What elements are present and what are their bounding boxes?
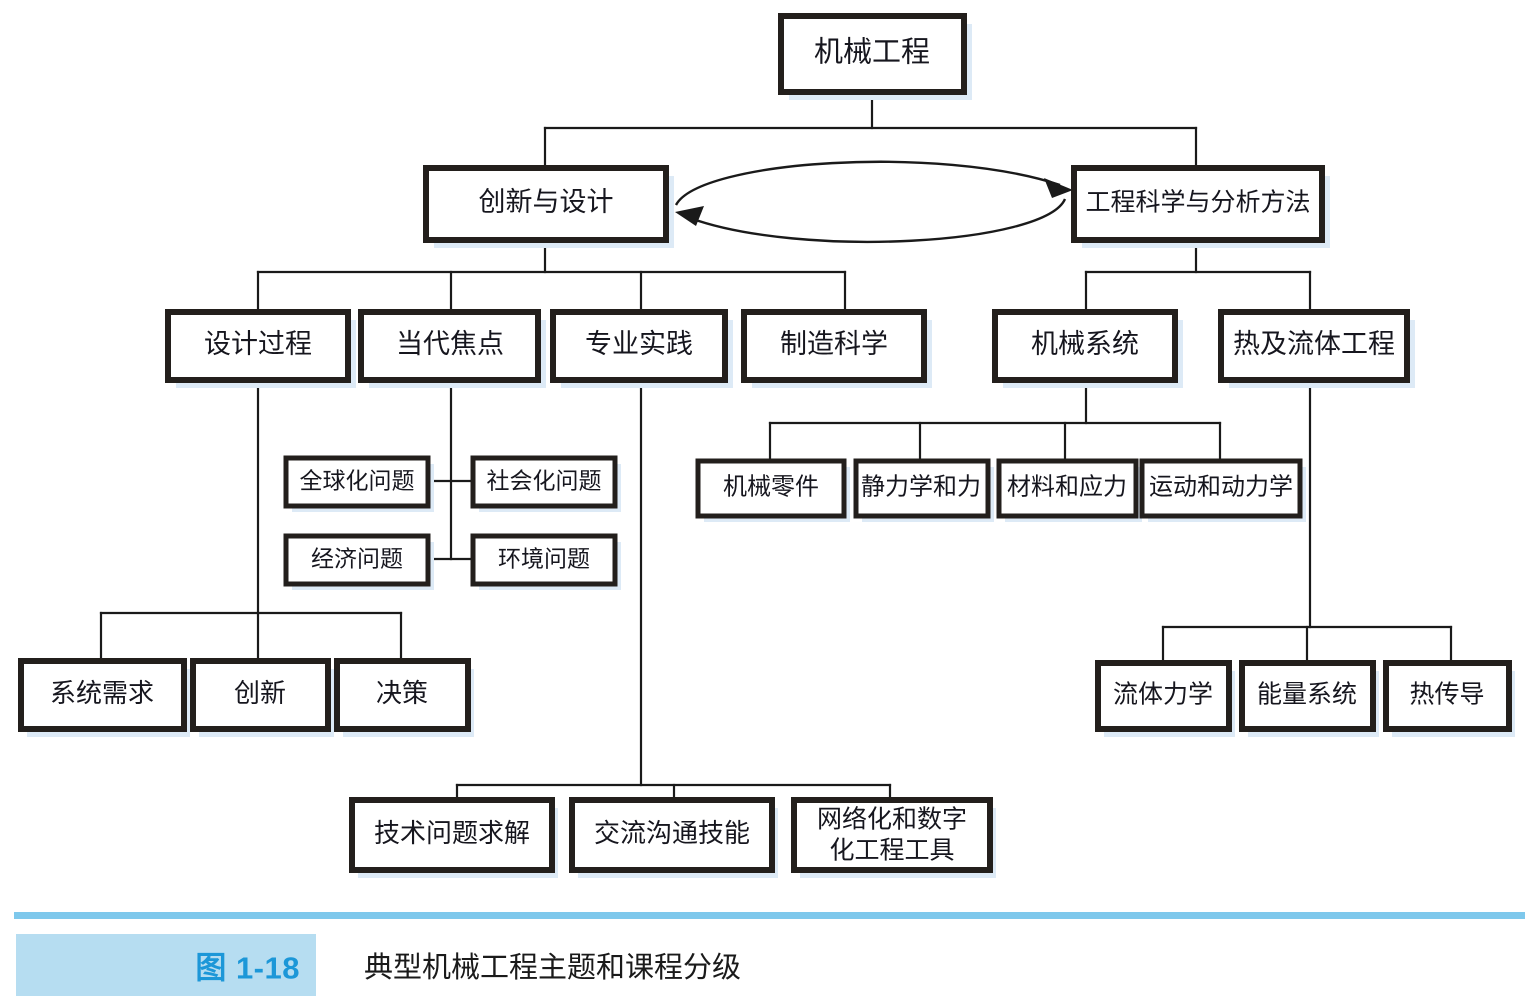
node-kinematics-dynamics[interactable]: 运动和动力学 <box>1139 458 1306 522</box>
node-innovation-box <box>190 658 331 732</box>
node-kinematics-dynamics-label: 运动和动力学 <box>1149 474 1293 501</box>
node-materials-stress-box <box>996 458 1139 519</box>
node-statics-forces[interactable]: 静力学和力 <box>853 458 994 522</box>
node-fluid-mechanics-label: 流体力学 <box>1113 681 1213 709</box>
node-energy-systems-label: 能量系统 <box>1257 681 1357 709</box>
node-decision[interactable]: 决策 <box>334 658 474 737</box>
node-engineering-science-box <box>1071 165 1325 243</box>
node-root-box <box>778 13 967 95</box>
node-manufacturing-science-label: 制造科学 <box>780 329 888 359</box>
node-system-requirements-label: 系统需求 <box>50 679 154 708</box>
node-globalization-issues[interactable]: 全球化问题 <box>283 455 434 512</box>
caption-rule <box>14 912 1525 919</box>
arrowhead-right <box>1044 178 1073 198</box>
node-mechanical-systems-label: 机械系统 <box>1031 329 1139 359</box>
node-decision-label: 决策 <box>376 679 428 708</box>
node-networked-digital-tools-label-line1: 网络化和数字 <box>817 806 967 834</box>
node-thermal-fluid-box <box>1218 309 1410 383</box>
node-mechanical-systems[interactable]: 机械系统 <box>992 309 1183 388</box>
node-manufacturing-science-box <box>741 309 927 383</box>
node-communication-skills-box <box>569 797 775 873</box>
node-decision-box <box>334 658 471 732</box>
node-globalization-issues-box <box>283 455 431 509</box>
node-economic-issues-box <box>283 533 431 587</box>
node-innovation-label: 创新 <box>234 679 286 708</box>
connector-layer <box>99 90 1453 802</box>
node-environmental-issues-label: 环境问题 <box>498 546 590 571</box>
node-contemporary-focus-label: 当代焦点 <box>396 329 504 359</box>
node-technical-problem-solving-box <box>349 797 555 873</box>
node-social-issues-box <box>470 455 618 509</box>
node-professional-practice-box <box>550 309 728 383</box>
node-machine-parts-label: 机械零件 <box>723 474 819 501</box>
node-energy-systems[interactable]: 能量系统 <box>1239 660 1379 737</box>
node-innovation-design[interactable]: 创新与设计 <box>423 165 674 248</box>
node-heat-transfer-box <box>1383 660 1512 732</box>
node-networked-digital-tools-label-line2: 化工程工具 <box>829 837 954 865</box>
node-materials-stress-label: 材料和应力 <box>1007 474 1127 501</box>
node-kinematics-dynamics-box <box>1139 458 1303 519</box>
node-heat-transfer[interactable]: 热传导 <box>1383 660 1515 737</box>
node-engineering-science[interactable]: 工程科学与分析方法 <box>1071 165 1330 248</box>
node-root-label: 机械工程 <box>814 36 930 69</box>
node-communication-skills-label: 交流沟通技能 <box>594 819 750 848</box>
arrowhead-left <box>675 206 704 226</box>
node-fluid-mechanics[interactable]: 流体力学 <box>1095 660 1235 737</box>
node-social-issues-label: 社会化问题 <box>487 468 602 493</box>
node-innovation-design-box <box>423 165 669 243</box>
node-environmental-issues[interactable]: 环境问题 <box>470 533 621 590</box>
node-innovation[interactable]: 创新 <box>190 658 334 737</box>
node-networked-digital-tools-box <box>791 797 993 873</box>
node-statics-forces-label: 静力学和力 <box>861 474 981 501</box>
node-manufacturing-science[interactable]: 制造科学 <box>741 309 932 388</box>
node-system-requirements[interactable]: 系统需求 <box>18 658 190 737</box>
node-economic-issues[interactable]: 经济问题 <box>283 533 434 590</box>
node-statics-forces-box <box>853 458 991 519</box>
figure-caption-text: 典型机械工程主题和课程分级 <box>364 952 742 984</box>
node-social-issues[interactable]: 社会化问题 <box>470 455 621 512</box>
node-system-requirements-box <box>18 658 187 732</box>
node-contemporary-focus-box <box>358 309 541 383</box>
node-contemporary-focus[interactable]: 当代焦点 <box>358 309 546 388</box>
node-thermal-fluid-label: 热及流体工程 <box>1233 329 1395 359</box>
node-fluid-mechanics-box <box>1095 660 1232 732</box>
node-professional-practice-label: 专业实践 <box>585 329 693 359</box>
node-energy-systems-box <box>1239 660 1376 732</box>
bidirectional-relation-arrows <box>674 160 1073 243</box>
node-root[interactable]: 机械工程 <box>778 13 972 100</box>
node-mechanical-systems-box <box>992 309 1178 383</box>
node-engineering-science-label: 工程科学与分析方法 <box>1085 189 1310 217</box>
node-environmental-issues-box <box>470 533 618 587</box>
node-globalization-issues-label: 全球化问题 <box>300 468 415 493</box>
node-design-process-label: 设计过程 <box>204 329 312 359</box>
arc-right-to-left <box>689 198 1067 243</box>
node-technical-problem-solving-label: 技术问题求解 <box>374 819 530 848</box>
node-economic-issues-label: 经济问题 <box>311 546 403 571</box>
node-design-process[interactable]: 设计过程 <box>165 309 356 388</box>
figure-number-text: 图 1-18 <box>195 950 300 986</box>
node-machine-parts[interactable]: 机械零件 <box>695 458 850 522</box>
node-machine-parts-box <box>695 458 847 519</box>
node-thermal-fluid[interactable]: 热及流体工程 <box>1218 309 1415 388</box>
node-professional-practice[interactable]: 专业实践 <box>550 309 733 388</box>
figure-number-badge: 图 1-18 <box>16 934 316 996</box>
node-materials-stress[interactable]: 材料和应力 <box>996 458 1142 522</box>
figure-caption: 图 1-18 典型机械工程主题和课程分级 <box>0 912 1539 1004</box>
node-design-process-box <box>165 309 351 383</box>
node-networked-digital-tools[interactable]: 网络化和数字 化工程工具 <box>791 797 996 878</box>
node-innovation-design-label: 创新与设计 <box>479 187 614 217</box>
node-technical-problem-solving[interactable]: 技术问题求解 <box>349 797 558 878</box>
node-heat-transfer-label: 热传导 <box>1409 681 1484 709</box>
node-communication-skills[interactable]: 交流沟通技能 <box>569 797 778 878</box>
arc-left-to-right <box>674 160 1061 206</box>
